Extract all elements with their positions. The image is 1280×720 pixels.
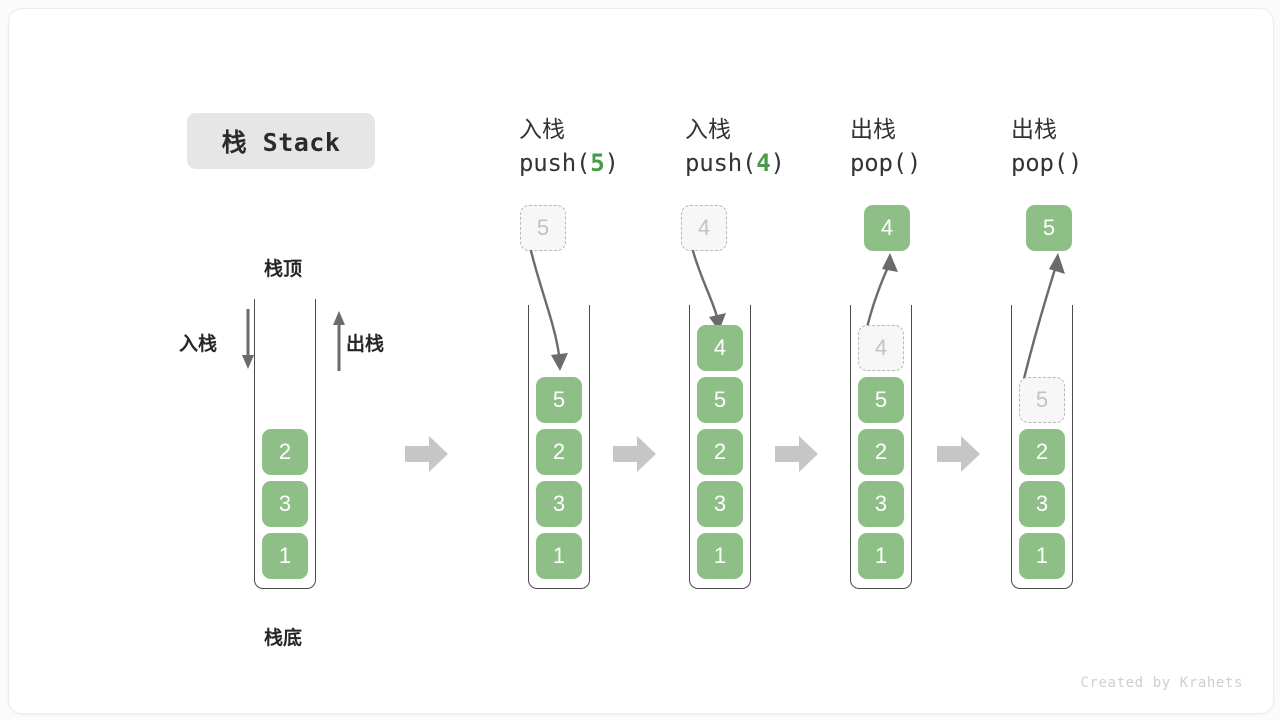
stack-cell: 3 — [1019, 481, 1065, 527]
flow-arrow-icon — [937, 434, 981, 474]
stack-cell: 3 — [262, 481, 308, 527]
flow-arrow-icon — [405, 434, 449, 474]
column-header-push-4: 入栈 push(4) — [685, 113, 865, 180]
push-down-arrow-icon — [238, 309, 258, 371]
page-title: 栈 Stack — [187, 113, 375, 169]
stack-cell: 1 — [1019, 533, 1065, 579]
column-header-cn: 出栈 — [850, 116, 896, 142]
floating-ghost-cell: 5 — [520, 205, 566, 251]
popped-cell: 4 — [864, 205, 910, 251]
stack-bottom-label: 栈底 — [264, 628, 303, 649]
code-suffix: ) — [907, 148, 922, 177]
stack-cell: 5 — [697, 377, 743, 423]
stack-cell: 5 — [536, 377, 582, 423]
column-header-code: push(4) — [685, 146, 865, 180]
stack-cell: 1 — [858, 533, 904, 579]
stack-cell: 5 — [858, 377, 904, 423]
flow-arrow-icon — [613, 434, 657, 474]
stack-cells-initial: 1 3 2 — [255, 429, 315, 585]
code-prefix: pop( — [850, 148, 907, 177]
stack-cells-pop-1: 1 3 2 5 4 — [851, 325, 911, 585]
stack-container-pop-2: 1 3 2 5 — [1011, 305, 1073, 589]
stack-container-push-5: 1 3 2 5 — [528, 305, 590, 589]
code-argument: 5 — [590, 148, 605, 177]
stack-cell: 1 — [697, 533, 743, 579]
stack-cell: 1 — [262, 533, 308, 579]
removed-ghost-cell: 5 — [1019, 377, 1065, 423]
column-header-code: push(5) — [519, 146, 699, 180]
attribution-footer: Created by Krahets — [1080, 675, 1243, 691]
push-side-label: 入栈 — [179, 334, 218, 355]
stack-cell: 4 — [697, 325, 743, 371]
stack-container-pop-1: 1 3 2 5 4 — [850, 305, 912, 589]
diagram-card: 栈 Stack 栈顶 入栈 出栈 1 3 2 栈底 — [8, 8, 1274, 714]
code-prefix: push( — [519, 148, 591, 177]
code-suffix: ) — [1068, 148, 1083, 177]
column-header-push-5: 入栈 push(5) — [519, 113, 699, 180]
stack-cells-push-4: 1 3 2 5 4 — [690, 325, 750, 585]
code-suffix: ) — [770, 148, 785, 177]
stack-cell: 1 — [536, 533, 582, 579]
push-motion-arrow-icon — [691, 249, 741, 341]
pop-side-label: 出栈 — [346, 334, 385, 355]
column-header-pop-2: 出栈 pop() — [1011, 113, 1191, 180]
stack-cell: 2 — [262, 429, 308, 475]
pop-up-arrow-icon — [329, 309, 349, 371]
column-header-cn: 入栈 — [519, 116, 565, 142]
code-prefix: pop( — [1011, 148, 1068, 177]
diagram-stage: 栈 Stack 栈顶 入栈 出栈 1 3 2 栈底 — [9, 9, 1273, 713]
stack-cell: 3 — [697, 481, 743, 527]
column-header-pop-1: 出栈 pop() — [850, 113, 1030, 180]
code-suffix: ) — [604, 148, 619, 177]
stack-cell: 2 — [536, 429, 582, 475]
column-header-cn: 出栈 — [1011, 116, 1057, 142]
stack-cell: 2 — [697, 429, 743, 475]
stack-cells-pop-2: 1 3 2 5 — [1012, 377, 1072, 585]
column-header-cn: 入栈 — [685, 116, 731, 142]
popped-cell: 5 — [1026, 205, 1072, 251]
pop-motion-arrow-icon — [1011, 253, 1081, 393]
removed-ghost-cell: 4 — [858, 325, 904, 371]
stack-container-push-4: 1 3 2 5 4 — [689, 305, 751, 589]
stack-top-label: 栈顶 — [264, 259, 303, 280]
floating-ghost-cell: 4 — [681, 205, 727, 251]
column-header-code: pop() — [850, 146, 1030, 180]
code-prefix: push( — [685, 148, 757, 177]
code-argument: 4 — [756, 148, 771, 177]
stack-cell: 2 — [1019, 429, 1065, 475]
stack-cells-push-5: 1 3 2 5 — [529, 377, 589, 585]
stack-cell: 3 — [858, 481, 904, 527]
stack-cell: 2 — [858, 429, 904, 475]
column-header-code: pop() — [1011, 146, 1191, 180]
stack-container-initial: 1 3 2 — [254, 299, 316, 589]
stack-cell: 3 — [536, 481, 582, 527]
flow-arrow-icon — [775, 434, 819, 474]
page-title-text: 栈 Stack — [221, 128, 341, 157]
push-motion-arrow-icon — [529, 249, 589, 381]
